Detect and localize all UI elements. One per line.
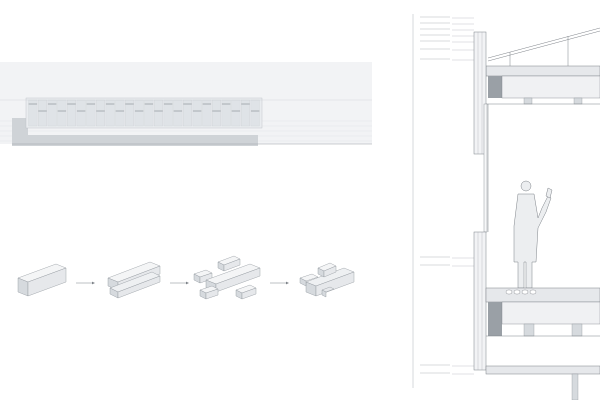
arrow-right-icon (76, 281, 95, 285)
elevation-shadow (12, 118, 258, 146)
lower-floor-slab (485, 287, 600, 303)
upper-floor-slab (485, 65, 600, 77)
person-silhouette-icon (513, 180, 553, 289)
facade-panel-columns (28, 99, 260, 127)
facade-elevation (0, 62, 372, 146)
beam-support (523, 97, 533, 105)
facade-panel (134, 99, 144, 127)
facade-panel (192, 99, 202, 127)
massing-step-2 (107, 261, 161, 299)
facade-panel (96, 99, 105, 127)
facade-panel (115, 99, 125, 127)
massing-step-3 (193, 255, 261, 300)
facade-panel (38, 99, 47, 127)
upper-slab-dark-band (488, 76, 502, 98)
arrow-right-icon (270, 281, 289, 285)
arrow-right-icon (170, 281, 189, 285)
foundation-post (571, 373, 579, 400)
facade-cladding-upper (473, 31, 487, 155)
lower-beam (501, 301, 600, 325)
beam-support (573, 97, 583, 105)
lower-slab-dark-band (488, 302, 502, 336)
facade-cladding-lower (473, 231, 487, 371)
facade-panel (154, 99, 163, 127)
floor-vents (505, 289, 537, 295)
ground-slab (485, 365, 600, 375)
roof-parapet (487, 27, 600, 66)
upper-beam (501, 75, 600, 99)
facade-panel (173, 99, 183, 127)
massing-step-1 (17, 263, 67, 297)
glazing-mullion (483, 103, 488, 233)
facade-panel (231, 99, 241, 127)
massing-sequence (17, 255, 355, 300)
wall-section-detail (412, 14, 600, 400)
beam-support (523, 323, 535, 337)
beam-support (571, 323, 583, 337)
facade-panel (57, 99, 67, 127)
massing-step-4 (299, 262, 355, 298)
facade-panel (212, 99, 221, 127)
callout-list (420, 16, 474, 375)
facade-panel (250, 99, 260, 127)
facade-panel (76, 99, 86, 127)
